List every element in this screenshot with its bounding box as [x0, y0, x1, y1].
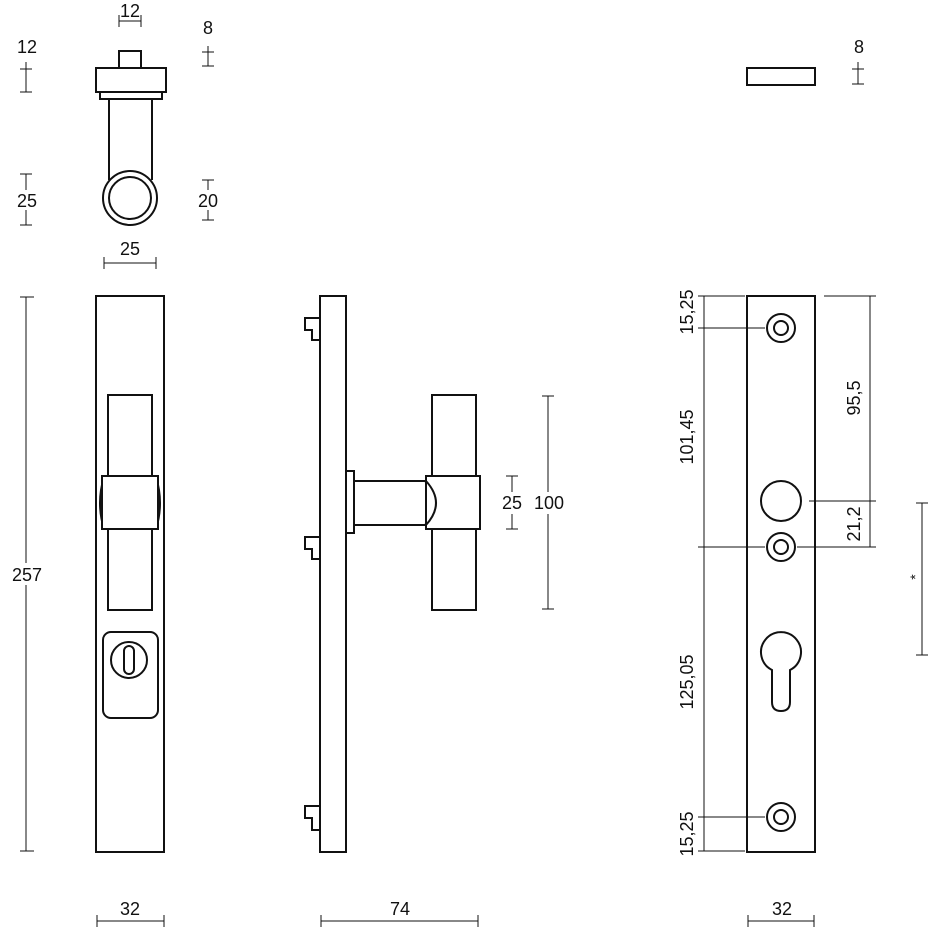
- cylinder-cutout: [760, 631, 802, 713]
- side-clip-middle: [304, 536, 320, 560]
- side-clip-bottom: [304, 805, 320, 831]
- dim-back-variable: *: [907, 574, 923, 580]
- spindle-hole: [760, 480, 802, 522]
- cap-block: [95, 67, 167, 93]
- front-turn-ring: [110, 641, 148, 679]
- dim-back-bottom-margin: 15,25: [677, 811, 697, 856]
- dim-top-knob-width: 12: [120, 1, 140, 21]
- rose-inner: [108, 176, 152, 220]
- dim-back-screw-spacing: 101,45: [677, 409, 697, 464]
- edge-view: 8: [746, 37, 864, 86]
- front-turn-slot: [123, 645, 135, 675]
- back-view: 15,25 101,45 125,05 15,25 95,5 21,2 * 32: [677, 289, 928, 927]
- dim-back-width: 32: [772, 899, 792, 919]
- dim-back-spindle-to-screw: 21,2: [844, 506, 864, 541]
- dim-back-top-to-spindle: 95,5: [844, 380, 864, 415]
- side-clip-top: [304, 317, 320, 341]
- dim-back-top-margin: 15,25: [677, 289, 697, 334]
- dim-back-lower-spacing: 125,05: [677, 654, 697, 709]
- side-sleeve: [425, 475, 481, 530]
- front-plate: [95, 295, 165, 853]
- edge-plate: [746, 67, 816, 86]
- side-view: 25 100 74: [304, 295, 568, 927]
- dim-top-width: 25: [120, 239, 140, 259]
- dim-front-width: 32: [120, 899, 140, 919]
- front-escutcheon: [102, 631, 159, 719]
- rose-outer: [102, 170, 158, 226]
- knob-stub: [118, 50, 142, 69]
- screw-hole-top: [766, 313, 796, 343]
- top-view: 12 12 8 25 20 25: [12, 1, 222, 269]
- dim-side-grip-dia: 25: [502, 493, 522, 513]
- dim-edge-thickness: 8: [854, 37, 864, 57]
- dim-front-height: 257: [12, 565, 42, 585]
- screw-hole-bottom: [766, 802, 796, 832]
- front-sleeve: [101, 475, 159, 530]
- side-plate: [319, 295, 347, 853]
- dim-side-grip-length: 100: [534, 493, 564, 513]
- side-rose: [345, 470, 355, 534]
- dim-top-cap: 8: [203, 18, 213, 38]
- screw-hole-middle: [766, 532, 796, 562]
- dim-top-rose-height: 25: [17, 191, 37, 211]
- dim-top-knob-height: 12: [17, 37, 37, 57]
- back-plate: [746, 295, 816, 853]
- dim-side-projection: 74: [390, 899, 410, 919]
- cap-ring: [99, 91, 163, 100]
- dim-top-ring: 20: [198, 191, 218, 211]
- front-view: 257 32: [8, 295, 165, 927]
